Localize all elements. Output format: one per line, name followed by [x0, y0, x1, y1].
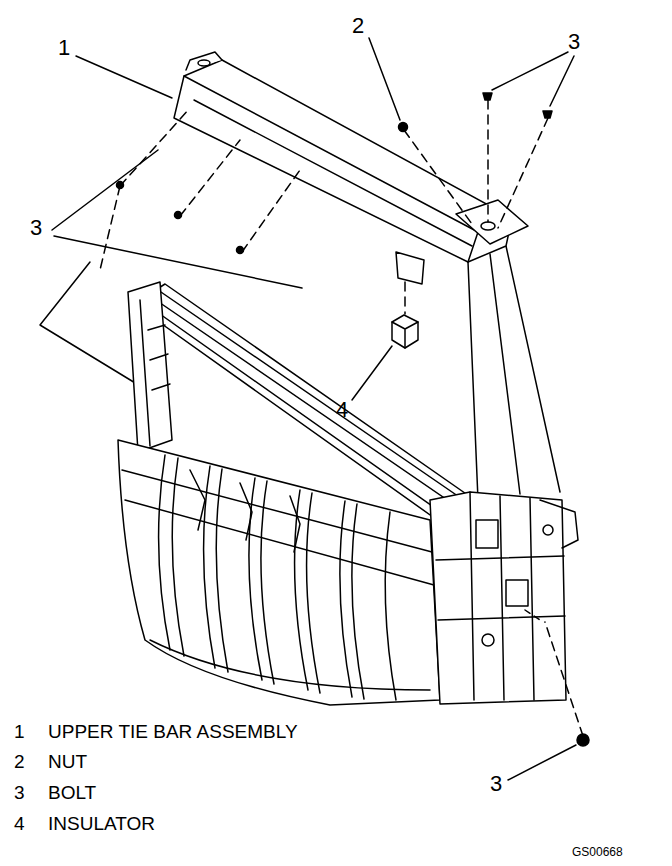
legend-number: 4 — [14, 814, 25, 835]
callout-number: 1 — [58, 36, 70, 60]
upper-tie-bar — [174, 52, 528, 284]
callout-number: 3 — [568, 30, 580, 54]
callout-number: 3 — [30, 216, 42, 240]
callout-number: 4 — [336, 398, 348, 422]
assembly-lines — [100, 100, 583, 736]
guide-line — [468, 262, 478, 500]
legend-number: 3 — [14, 783, 25, 804]
legend-text: BOLT — [48, 783, 96, 804]
guide-line — [490, 254, 520, 494]
legend-text: NUT — [48, 752, 87, 773]
legend-number: 2 — [14, 752, 25, 773]
callout-number: 3 — [490, 772, 502, 796]
radiator-support — [118, 282, 578, 705]
legend-text: INSULATOR — [48, 814, 155, 835]
figure-code: GS00668 — [572, 846, 623, 859]
fastener — [117, 93, 590, 746]
leader-line — [52, 38, 576, 780]
insulator — [392, 315, 418, 348]
legend-number: 1 — [14, 722, 25, 743]
guide-line — [506, 246, 560, 492]
legend-text: UPPER TIE BAR ASSEMBLY — [48, 722, 298, 743]
callout-number: 2 — [352, 14, 364, 38]
